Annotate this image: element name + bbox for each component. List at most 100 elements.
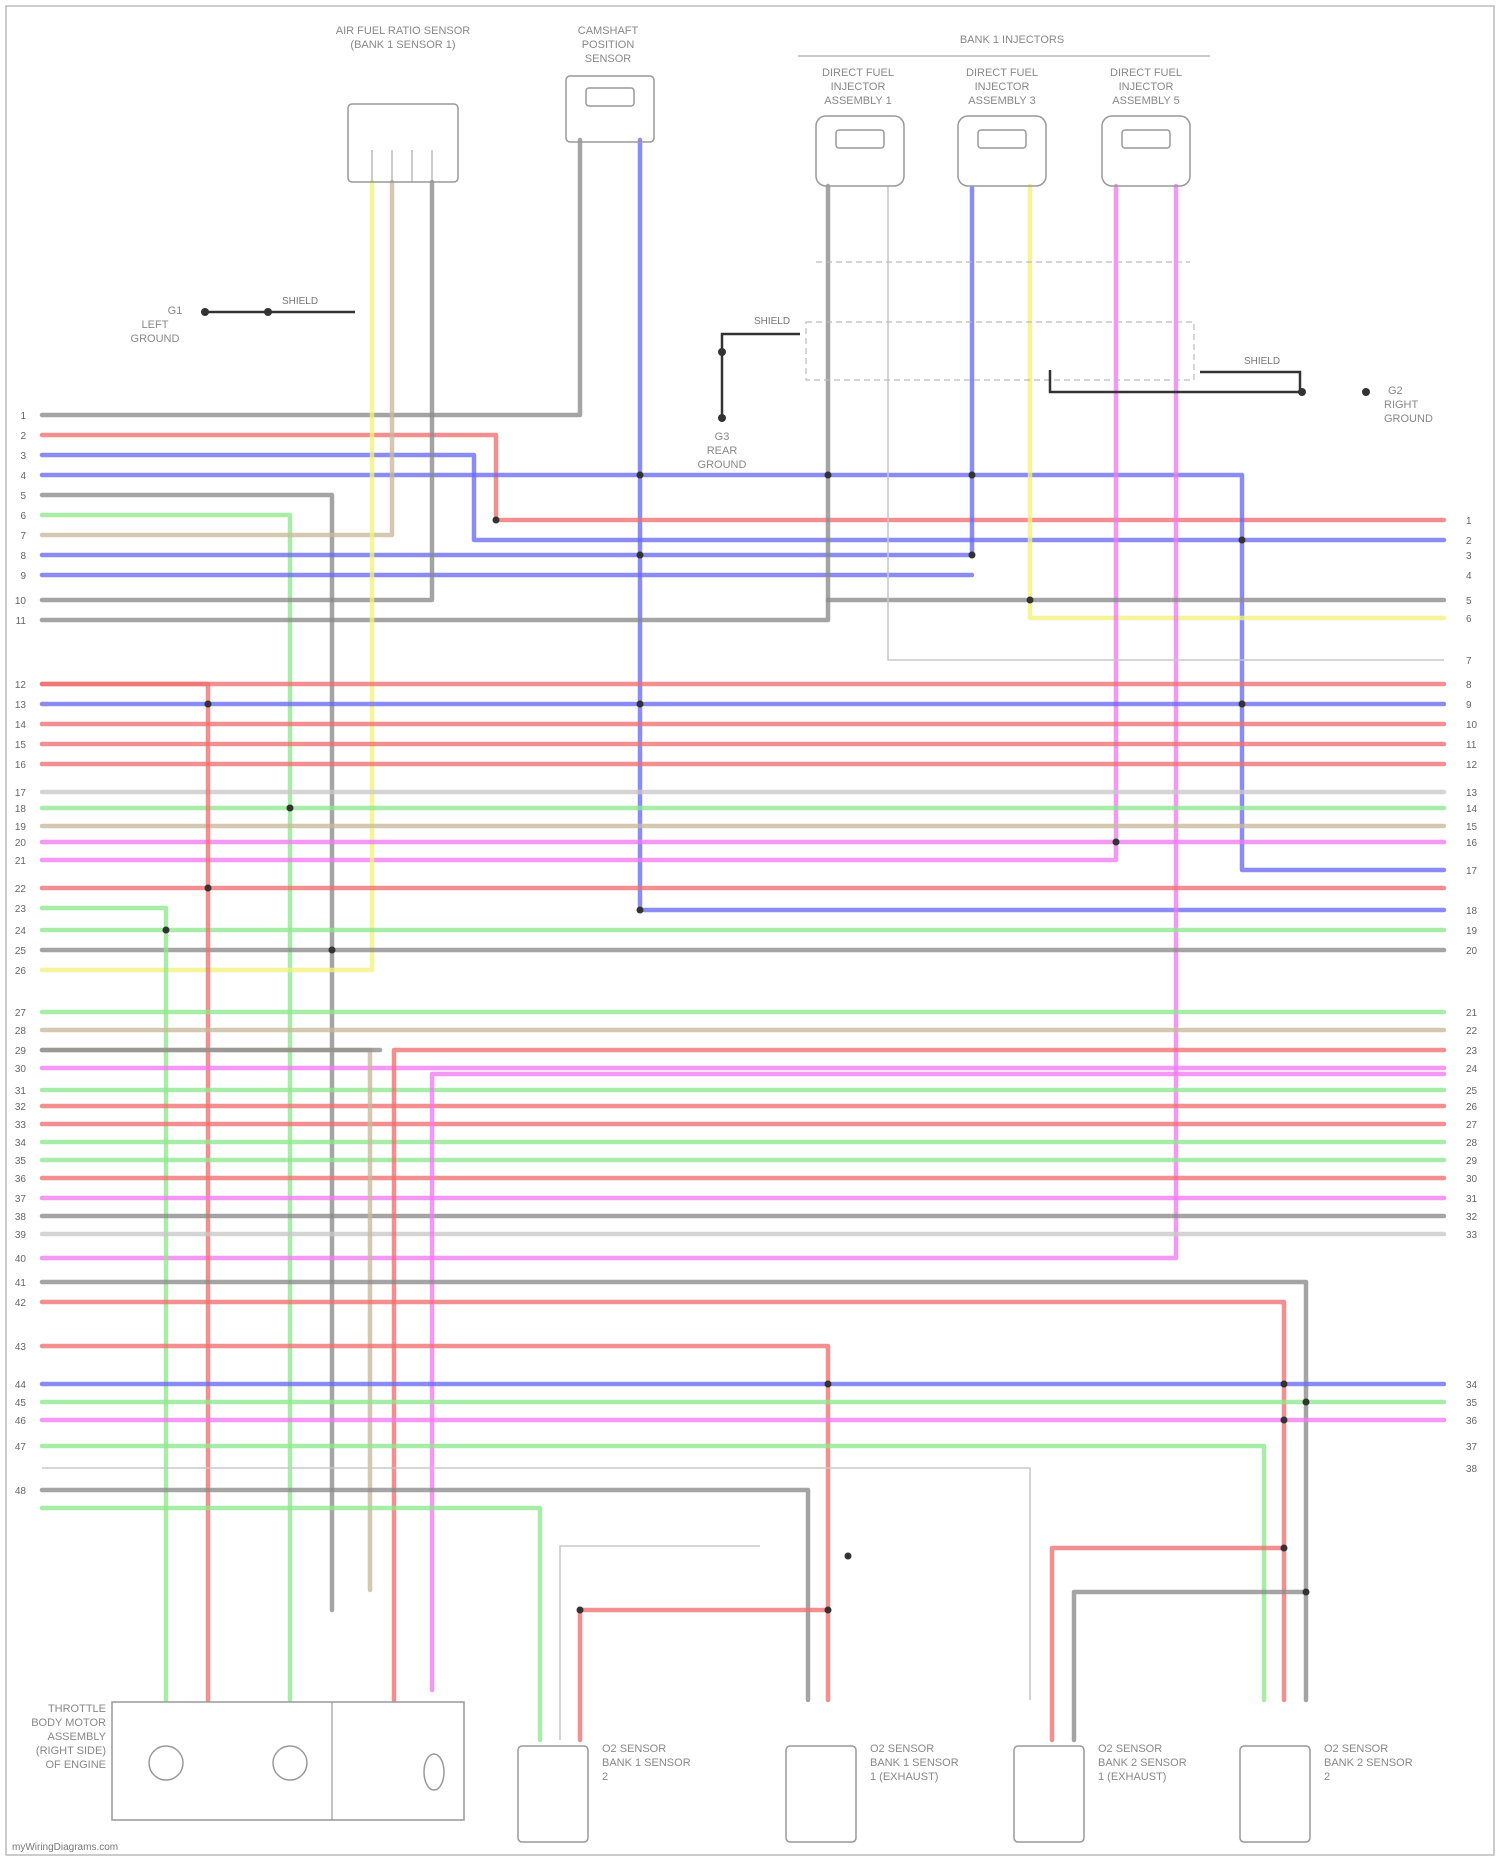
right-pin-number: 18	[1466, 906, 1478, 917]
cam-sensor-label-3: SENSOR	[585, 53, 632, 65]
wire-red-30	[42, 684, 208, 1700]
left-pin-number: 17	[15, 788, 27, 799]
o2-sensor-2: O2 SENSOR BANK 1 SENSOR 1 (EXHAUST)	[786, 1743, 959, 1842]
left-pin-number: 12	[15, 680, 27, 691]
junction-dot	[1281, 1545, 1288, 1552]
left-pin-number: 31	[15, 1086, 27, 1097]
right-pin-number: 10	[1466, 720, 1478, 731]
o2-sensor-3-label-1: O2 SENSOR	[1098, 1743, 1162, 1755]
camshaft-sensor: CAMSHAFT POSITION SENSOR	[566, 25, 654, 142]
o2-sensor-3-label-2: BANK 2 SENSOR	[1098, 1757, 1187, 1769]
right-pin-number: 24	[1466, 1064, 1478, 1075]
right-pin-number: 21	[1466, 1008, 1478, 1019]
left-pin-number: 38	[15, 1212, 27, 1223]
ground-g2-id: G2	[1388, 385, 1403, 397]
wire-layer	[42, 140, 1444, 1740]
injector-5-label-2: INJECTOR	[1119, 81, 1174, 93]
right-pin-number: 4	[1466, 571, 1472, 582]
right-pin-number: 35	[1466, 1398, 1478, 1409]
wire-red-59	[1052, 1548, 1284, 1740]
ground-right: G2 RIGHT GROUND SHIELD	[1050, 356, 1433, 425]
left-pin-number: 36	[15, 1174, 27, 1185]
right-pin-number: 26	[1466, 1102, 1478, 1113]
shield-label-1: SHIELD	[282, 296, 318, 307]
ground-g1-label-1: LEFT	[142, 319, 169, 331]
ground-g3-id: G3	[715, 431, 730, 443]
left-pin-number: 4	[20, 471, 26, 482]
cam-sensor-label-2: POSITION	[582, 39, 635, 51]
junction-dot	[1303, 1399, 1310, 1406]
ground-g1-id: G1	[168, 305, 183, 317]
left-pin-number: 20	[15, 838, 27, 849]
injector-3-label-1: DIRECT FUEL	[966, 67, 1038, 79]
left-pin-number: 37	[15, 1194, 27, 1205]
injector-1-label-2: INJECTOR	[831, 81, 886, 93]
o2-sensor-1: O2 SENSOR BANK 1 SENSOR 2	[518, 1743, 691, 1842]
junction-dot	[205, 701, 212, 708]
o2-sensor-4: O2 SENSOR BANK 2 SENSOR 2	[1240, 1743, 1413, 1842]
right-pin-number: 11	[1466, 740, 1477, 751]
junction-dot	[205, 885, 212, 892]
wire-tan-7	[42, 182, 392, 535]
left-pin-number: 18	[15, 804, 27, 815]
air-fuel-sensor-label-1: AIR FUEL RATIO SENSOR	[336, 25, 471, 37]
right-pin-number: 27	[1466, 1120, 1478, 1131]
junction-dot	[1281, 1381, 1288, 1388]
right-pin-number: 34	[1466, 1380, 1478, 1391]
right-pin-number: 16	[1466, 838, 1478, 849]
cam-sensor-label-1: CAMSHAFT	[578, 25, 639, 37]
right-pin-number: 28	[1466, 1138, 1478, 1149]
injector-3-label-3: ASSEMBLY 3	[968, 95, 1035, 107]
right-pin-number: 20	[1466, 946, 1478, 957]
right-pin-number: 14	[1466, 804, 1478, 815]
throttle-body-label-1: THROTTLE	[48, 1703, 106, 1715]
junction-dot	[1281, 1417, 1288, 1424]
wire-gray-60	[1074, 1592, 1306, 1740]
o2-sensor-2-label-3: 1 (EXHAUST)	[870, 1771, 938, 1783]
o2-sensor-1-label-3: 2	[602, 1771, 608, 1783]
o2-sensor-4-label-3: 2	[1324, 1771, 1330, 1783]
left-pin-number: 29	[15, 1046, 27, 1057]
right-pin-number: 36	[1466, 1416, 1478, 1427]
left-pin-number: 47	[15, 1442, 27, 1453]
right-pin-number: 8	[1466, 680, 1472, 691]
shield-label-3: SHIELD	[1244, 356, 1280, 367]
right-pin-number: 19	[1466, 926, 1478, 937]
left-pin-number: 1	[20, 411, 26, 422]
junction-dot	[825, 1607, 832, 1614]
ground-rear: G3 REAR GROUND SHIELD	[698, 316, 800, 471]
right-pin-number: 1	[1466, 516, 1472, 527]
ground-g3-label-1: REAR	[707, 445, 738, 457]
o2-sensor-1-label-1: O2 SENSOR	[602, 1743, 666, 1755]
wire-red-49	[42, 1302, 1284, 1700]
junction-dot	[969, 552, 976, 559]
right-pin-number: 13	[1466, 788, 1478, 799]
right-pin-number: 31	[1466, 1194, 1478, 1205]
o2-sensor-3-label-3: 1 (EXHAUST)	[1098, 1771, 1166, 1783]
left-pin-number: 6	[20, 511, 26, 522]
left-pin-number: 5	[20, 491, 26, 502]
left-pin-number: 33	[15, 1120, 27, 1131]
junction-dot	[637, 907, 644, 914]
left-pin-number: 45	[15, 1398, 27, 1409]
junction-dot	[825, 472, 832, 479]
left-pin-number: 41	[15, 1278, 27, 1289]
right-pin-number: 15	[1466, 822, 1478, 833]
right-pin-number: 5	[1466, 596, 1472, 607]
left-pin-number: 28	[15, 1026, 27, 1037]
right-pin-number: 38	[1466, 1464, 1478, 1475]
right-pin-number: 7	[1466, 656, 1472, 667]
right-pin-number: 29	[1466, 1156, 1478, 1167]
right-pin-number: 9	[1466, 700, 1472, 711]
right-pin-number: 17	[1466, 866, 1478, 877]
injector-1-label-3: ASSEMBLY 1	[824, 95, 891, 107]
left-pin-number: 39	[15, 1230, 27, 1241]
o2-sensor-1-label-2: BANK 1 SENSOR	[602, 1757, 691, 1769]
wire-green-54	[42, 1446, 1264, 1700]
ground-g3-label-2: GROUND	[698, 459, 747, 471]
throttle-body-label-2: BODY MOTOR	[31, 1717, 106, 1729]
junction-dot	[1027, 597, 1034, 604]
junction-dot	[969, 472, 976, 479]
right-pin-number: 22	[1466, 1026, 1478, 1037]
